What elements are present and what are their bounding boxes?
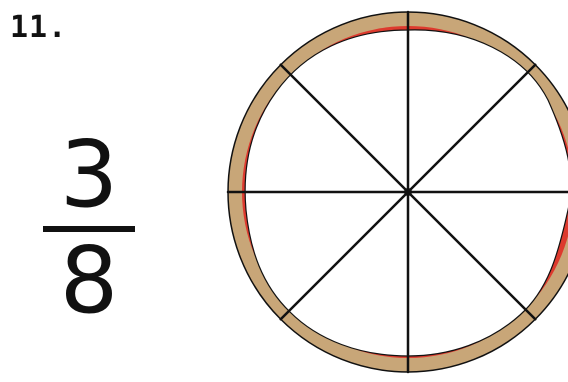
- fraction-numerator: 3: [40, 126, 138, 224]
- pizza-diagram: [224, 4, 568, 382]
- pizza-svg: [224, 4, 568, 382]
- pizza-center: [404, 188, 412, 196]
- problem-number: 11.: [10, 10, 67, 45]
- fraction-denominator: 8: [40, 232, 138, 330]
- fraction: 3 8: [40, 126, 138, 330]
